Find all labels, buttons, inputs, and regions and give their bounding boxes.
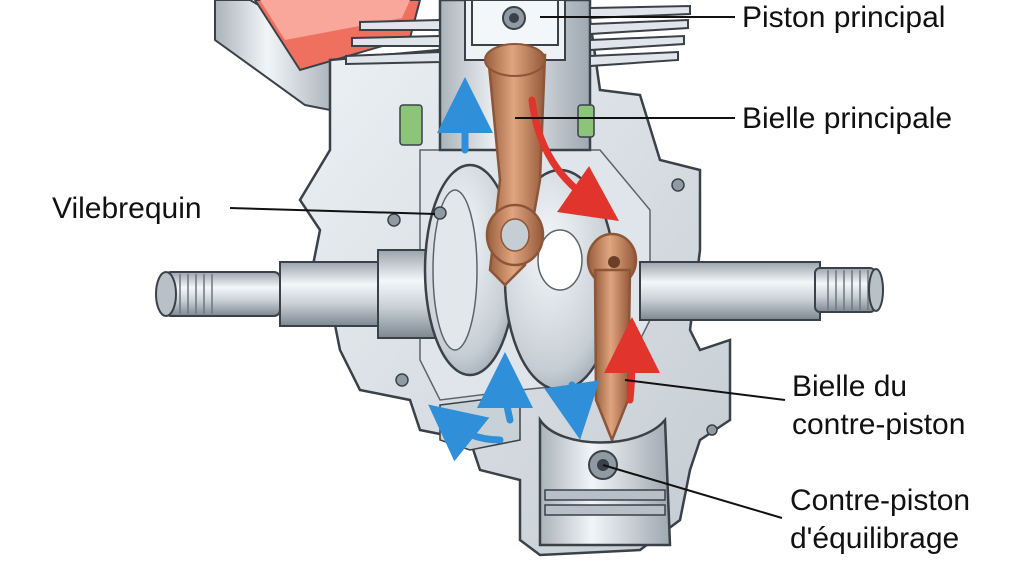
crankshaft — [155, 249, 884, 339]
label-contre-piston-line-2: d'équilibrage — [790, 522, 960, 555]
gasket-left — [399, 104, 423, 146]
main-piston — [471, 0, 559, 46]
label-bielle-principale: Bielle principale — [742, 102, 953, 135]
main-connecting-rod — [484, 43, 547, 287]
gasket-right — [577, 104, 595, 138]
label-contre-piston-line-1: Contre-piston — [790, 484, 971, 517]
label-bielle-contre-piston: Bielle du contre-piston — [792, 368, 965, 444]
counter-piston — [538, 415, 672, 547]
bolts — [387, 178, 718, 436]
label-contre-piston: Contre-piston d'équilibrage — [790, 482, 970, 558]
label-piston-principal: Piston principal — [742, 1, 946, 34]
flow-arrows — [428, 77, 660, 462]
leader-lines — [229, 16, 786, 519]
label-bielle-contre-piston-line-1: Bielle du — [792, 370, 908, 403]
label-bielle-contre-piston-line-2: contre-piston — [792, 408, 966, 441]
cooling-fins — [345, 4, 691, 68]
label-vilebrequin: Vilebrequin — [52, 192, 202, 225]
intake-port — [214, 0, 422, 112]
